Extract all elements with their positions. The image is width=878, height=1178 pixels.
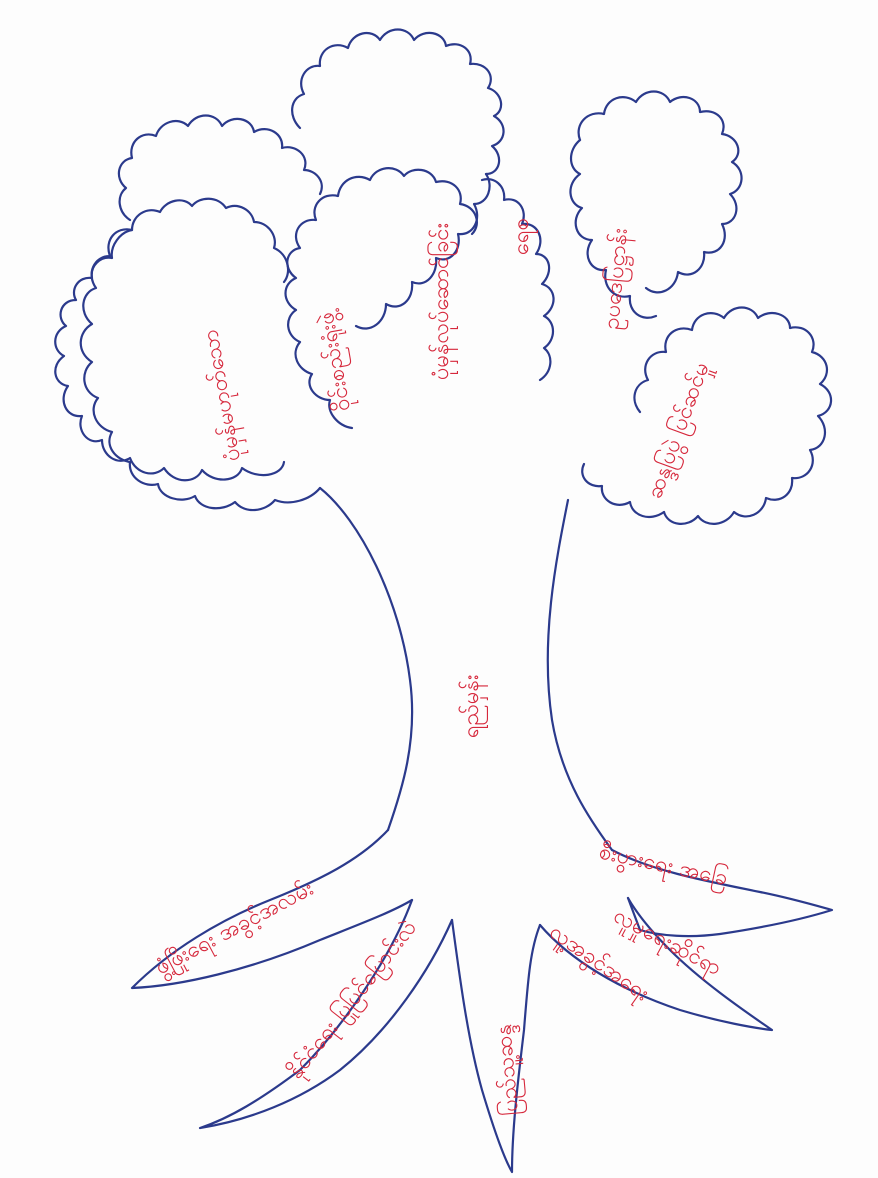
cloud-right-upper-label: ဥပဒေပြဋ္ဌာန်း	[597, 227, 637, 331]
root-far-right-label-line2: စီးပွားရေး အခြေ	[596, 837, 731, 896]
trunk-right-edge	[548, 500, 612, 850]
trunk-left-edge	[320, 488, 412, 830]
cloud-left-label: ပုံမှန်မဟုတ်သော	[197, 327, 251, 464]
cloud-left-center-edge	[119, 116, 322, 221]
cloud-left-edge	[55, 230, 284, 480]
root-left-label: နိုင်ငံရေး ပြုပြင်ပြောင်းလဲ	[281, 914, 425, 1086]
cloud-top-outline	[292, 30, 503, 175]
cloud-right-lower-label: ဆန္ဒပြပွဲ ပြင်ဆင်မှု	[640, 359, 719, 504]
cloud-top-edge	[356, 174, 490, 329]
cloud-right-upper-outline	[579, 92, 742, 293]
cloud-top-right-edge	[482, 179, 554, 380]
trunk-label: ရည်မှန်း	[458, 675, 489, 738]
root-far-left-label: ဖွံ့ဖြိုးရေး အခွင့်အလမ်း	[150, 874, 320, 985]
cloud-top-label: ပုံမှန်လုပ်ဆောင်ခြင်း	[427, 223, 459, 380]
root-right-outline	[540, 898, 772, 1030]
cloud-top-sub-label: ရေစ	[509, 218, 538, 255]
